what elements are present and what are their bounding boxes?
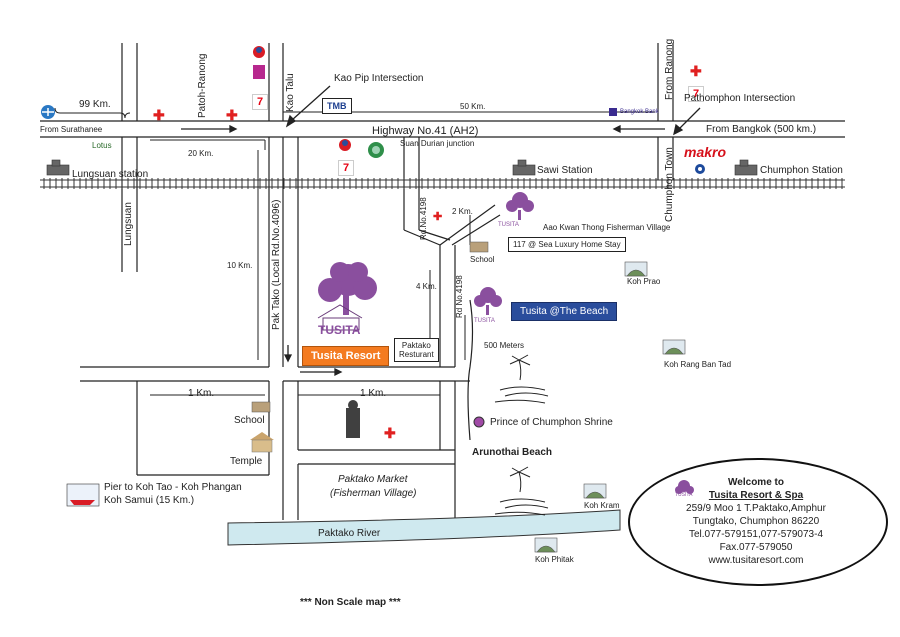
fax: Fax.077-579050 <box>719 542 793 553</box>
seven-eleven-icon: 7 <box>688 86 704 102</box>
road-4198-upper: Rd.No.4198 <box>419 197 428 240</box>
shrine-dot <box>473 416 485 428</box>
distance-2km: 2 Km. <box>452 207 473 216</box>
hospital-cross-icon: ✚ <box>690 63 702 79</box>
distance-99km: 99 Km. <box>79 99 111 110</box>
label-pathomphon-intersection: Pathomphon Intersection <box>684 93 796 104</box>
label-fisherman-village: (Fisherman Village) <box>330 488 417 499</box>
makro-logo: makro <box>684 144 727 160</box>
resort-name: Tusita Resort & Spa <box>708 490 804 501</box>
distance-4km: 4 Km. <box>416 282 437 291</box>
road-from-ranong: From Ranong <box>664 38 675 100</box>
hospital-cross-icon: ✚ <box>384 425 396 441</box>
road-patoh-ranong: Patoh-Ranong <box>197 53 208 119</box>
label-prince-shrine: Prince of Chumphon Shrine <box>490 417 613 428</box>
tusita-resort-badge: Tusita Resort <box>302 346 390 366</box>
distance-50km: 50 Km. <box>460 102 486 111</box>
website-link[interactable]: www.tusitaresort.com <box>708 555 804 566</box>
tusita-logo-small: TUSITA <box>498 222 519 228</box>
label-highway-41: Highway No.41 (AH2) <box>372 125 479 137</box>
telephone: Tel.077-579151,077-579073-4 <box>689 529 823 540</box>
bangkok-bank-logo: Bangkok Bank <box>620 109 659 115</box>
hospital-cross-icon: ✚ <box>433 211 443 223</box>
footer-non-scale-note: *** Non Scale map *** <box>300 597 401 608</box>
label-koh-phitak: Koh Phitak <box>535 555 574 564</box>
distance-20km: 20 Km. <box>188 149 214 158</box>
label-school-lower: School <box>234 415 265 426</box>
label-pier-line1: Pier to Koh Tao - Koh Phangan <box>104 482 242 493</box>
tusita-resort-logo: TUSITA <box>318 323 361 337</box>
label-chumphon-station: Chumphon Station <box>760 165 843 176</box>
label-koh-prao: Koh Prao <box>627 277 661 286</box>
welcome-contact-block: Welcome to Tusita Resort & Spa 259/9 Moo… <box>628 476 884 567</box>
distance-500m: 500 Meters <box>484 341 525 350</box>
label-paktako-market: Paktako Market <box>338 474 408 485</box>
label-koh-kram: Koh Kram <box>584 501 620 510</box>
lotus-logo: Lotus <box>92 141 112 150</box>
distance-1km-middle: 1 Km. <box>360 388 387 399</box>
road-lungsuan: Lungsuan <box>123 202 134 246</box>
tusita-at-the-beach-badge: Tusita @The Beach <box>511 302 618 321</box>
label-paktako-river: Paktako River <box>318 528 381 539</box>
label-koh-rang-ban-tad: Koh Rang Ban Tad <box>664 360 732 369</box>
welcome-title: Welcome to <box>728 477 784 488</box>
tmb-bank-logo: TMB <box>322 98 352 115</box>
address-line-2: Tungtako, Chumphon 86220 <box>692 516 820 527</box>
label-temple: Temple <box>230 456 263 467</box>
road-pak-tako: Pak Tako (Local Rd.No.4096) <box>271 199 282 330</box>
hospital-cross-icon: ✚ <box>226 107 238 123</box>
label-arunothai-beach: Arunothai Beach <box>472 447 553 458</box>
sea-luxury-home-stay: 117 @ Sea Luxury Home Stay <box>508 237 626 253</box>
hospital-cross-icon: ✚ <box>153 107 165 123</box>
road-kao-talu: Kao Talu <box>285 73 296 112</box>
label-lungsuan-station: Lungsuan station <box>72 169 149 180</box>
label-pier-line2: Koh Samui (15 Km.) <box>104 495 195 506</box>
road-chumphon-town: Chumphon Town <box>664 147 675 222</box>
seven-eleven-icon: 7 <box>338 160 354 176</box>
welcome-ellipse <box>628 458 888 586</box>
tusita-beach-logo: TUSITA <box>474 318 495 324</box>
address-line-1: 259/9 Moo 1 T.Paktako,Amphur <box>686 503 826 514</box>
road-4198-lower: Rd No.4198 <box>455 275 464 318</box>
paktako-restaurant: Paktako Resturant <box>394 338 439 363</box>
seven-eleven-icon: 7 <box>252 94 268 110</box>
label-from-surathanee: From Surathanee <box>40 125 103 134</box>
welcome-logo: TUSITA <box>675 492 693 498</box>
label-kao-pip-intersection: Kao Pip Intersection <box>334 73 424 84</box>
label-suan-durian-junction: Suan Durian junction <box>400 139 475 148</box>
paktako-river-shape <box>227 509 621 546</box>
label-school-upper: School <box>470 255 495 264</box>
label-from-bangkok: From Bangkok (500 km.) <box>706 124 817 135</box>
label-sawi-station: Sawi Station <box>537 165 593 176</box>
distance-10km: 10 Km. <box>227 261 253 270</box>
distance-1km-left: 1 Km. <box>188 388 215 399</box>
label-aao-kwan-thong: Aao Kwan Thong Fisherman Village <box>543 223 671 232</box>
